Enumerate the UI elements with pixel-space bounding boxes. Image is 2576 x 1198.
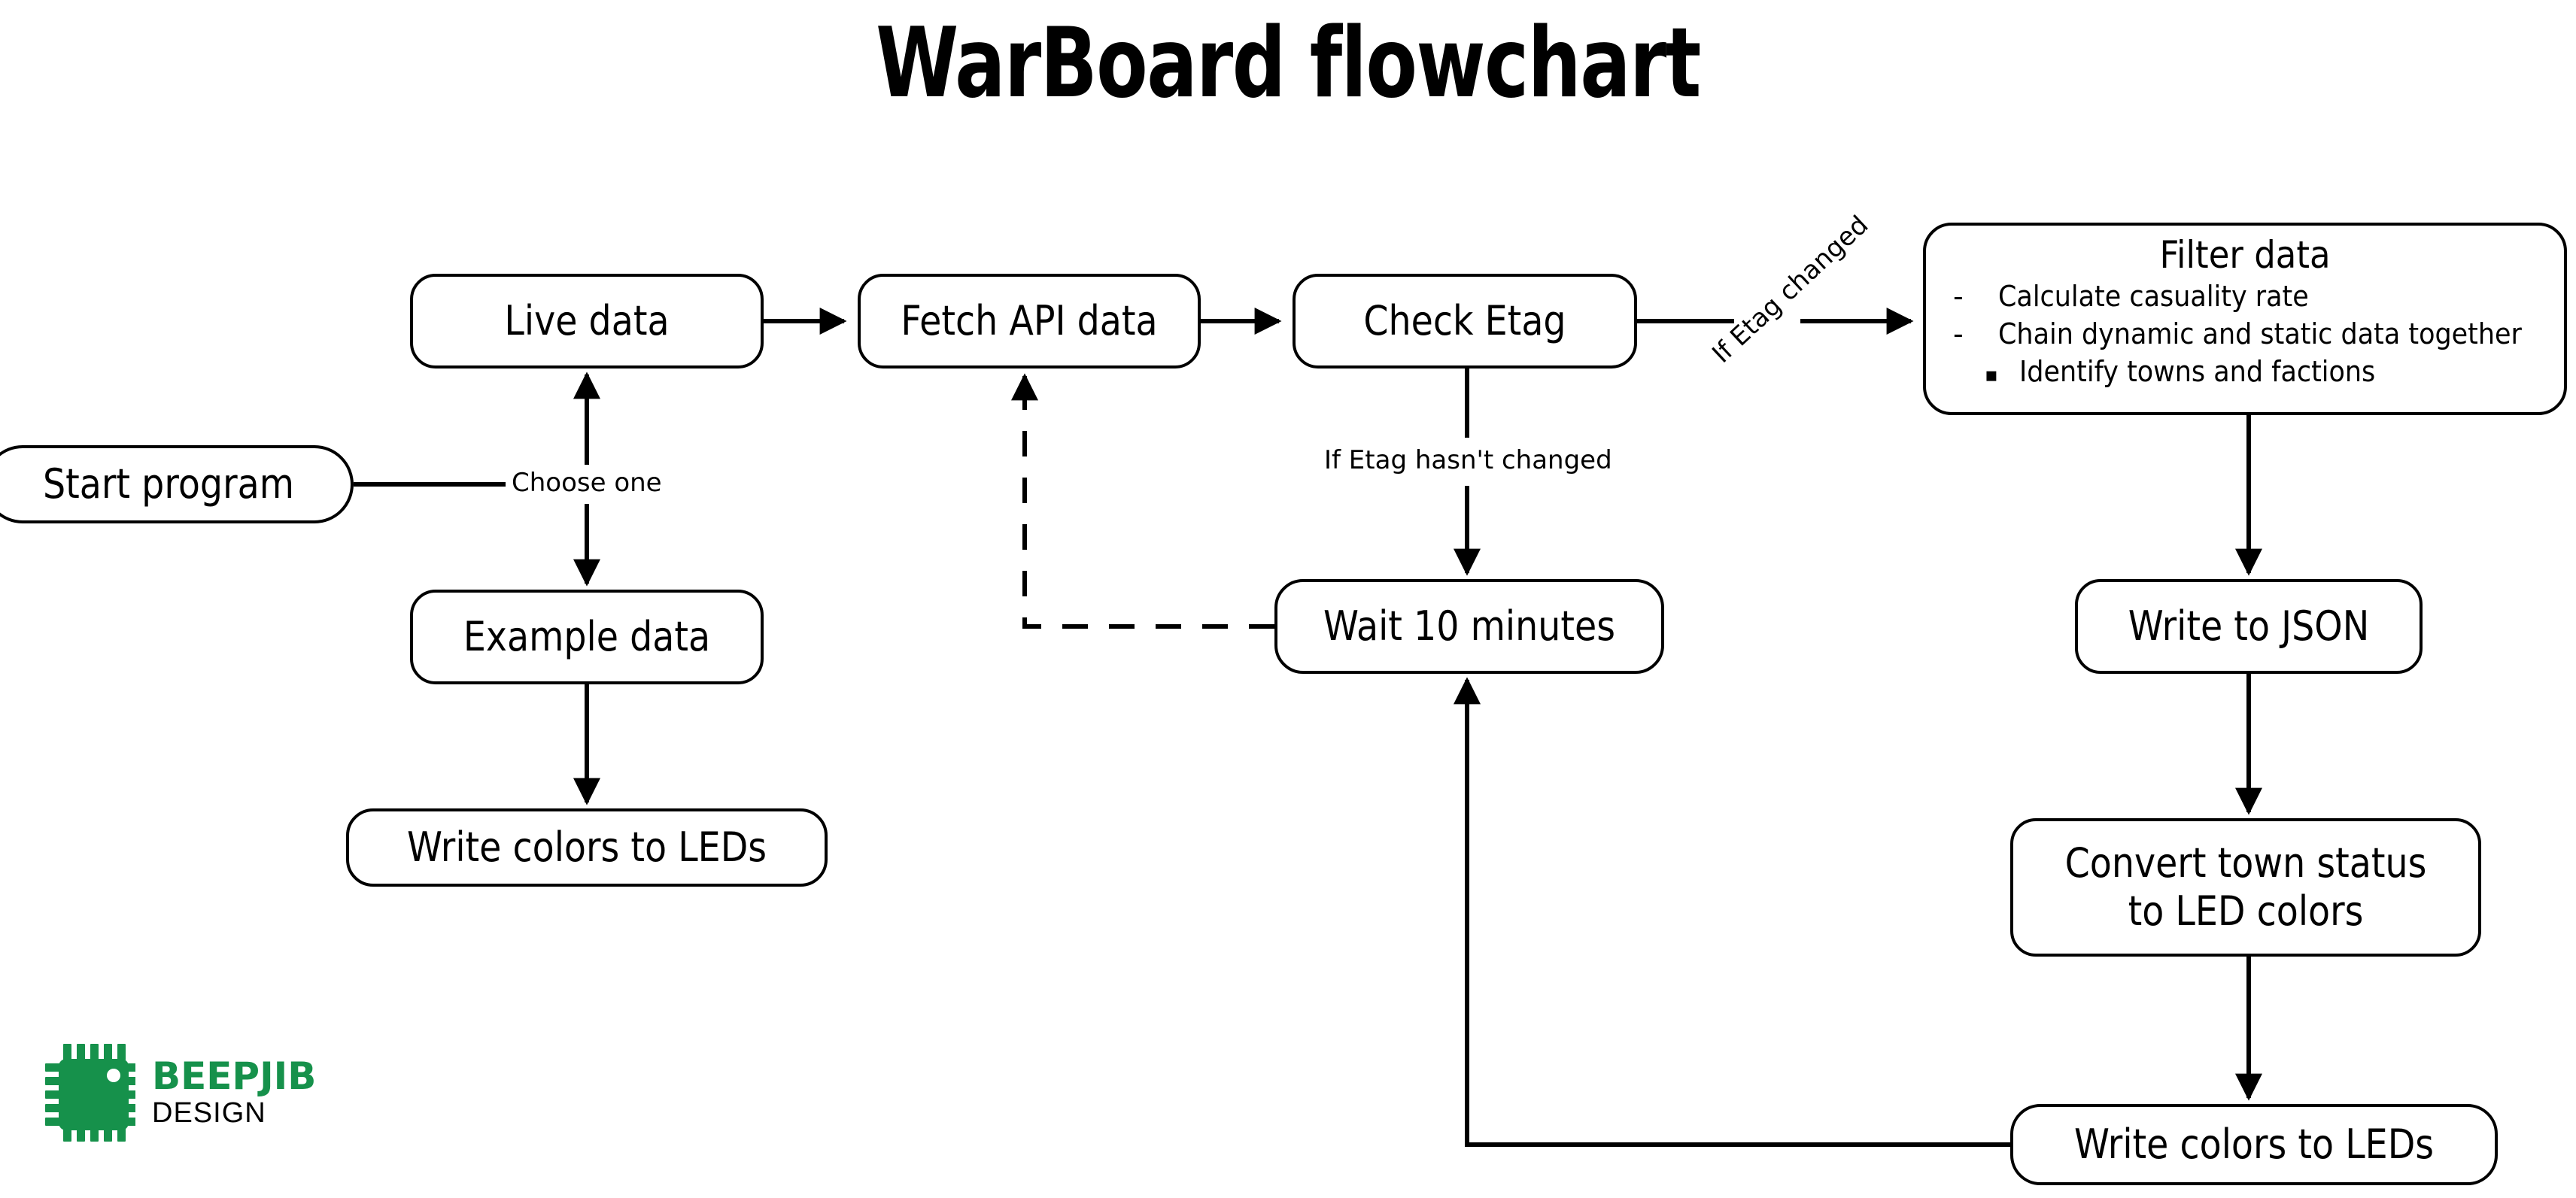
node-write-colors-to-leds-left-label: Write colors to LEDs: [406, 823, 767, 872]
node-fetch-api-data-label: Fetch API data: [901, 297, 1158, 345]
node-fetch-api-data[interactable]: Fetch API data: [858, 274, 1201, 368]
edge-wait-to-fetch-dashed: [1022, 391, 1274, 629]
node-start-program[interactable]: Start program: [0, 445, 354, 523]
node-check-etag[interactable]: Check Etag: [1293, 274, 1637, 368]
node-live-data-label: Live data: [504, 297, 670, 345]
filter-data-item: - Chain dynamic and static data together: [1940, 316, 2550, 352]
node-write-colors-to-leds-right-label: Write colors to LEDs: [2073, 1121, 2435, 1169]
logo-brand: BEEPJIB: [152, 1054, 317, 1098]
node-write-colors-to-leds-left[interactable]: Write colors to LEDs: [346, 808, 828, 887]
node-wait-10-minutes[interactable]: Wait 10 minutes: [1274, 579, 1664, 674]
filter-data-item-text: Identify towns and factions: [2019, 355, 2376, 388]
node-write-colors-to-leds-right[interactable]: Write colors to LEDs: [2010, 1104, 2498, 1185]
square-bullet-icon: ▪: [1985, 364, 1998, 387]
node-write-to-json[interactable]: Write to JSON: [2075, 579, 2423, 674]
edge-label-etag-changed: If Etag changed: [1706, 210, 1875, 369]
node-start-program-label: Start program: [42, 460, 295, 508]
node-example-data-label: Example data: [463, 613, 711, 661]
logo-subtitle: DESIGN: [152, 1097, 266, 1129]
node-write-to-json-label: Write to JSON: [2128, 602, 2370, 651]
node-live-data[interactable]: Live data: [410, 274, 764, 368]
filter-data-item: - Calculate casuality rate: [1940, 278, 2550, 314]
dash-bullet-icon: -: [1953, 280, 1964, 313]
edge-label-choose-one: Choose one: [506, 466, 668, 499]
edge-leds-to-wait-loop: [1454, 677, 2010, 1147]
edge-label-etag-unchanged: If Etag hasn't changed: [1317, 444, 1620, 477]
node-example-data[interactable]: Example data: [410, 590, 764, 684]
node-filter-data[interactable]: Filter data - Calculate casuality rate -…: [1923, 223, 2567, 415]
node-convert-town-status[interactable]: Convert town status to LED colors: [2010, 818, 2481, 957]
filter-data-item: ▪ Identify towns and factions: [1940, 353, 2550, 393]
filter-data-item-text: Chain dynamic and static data together: [1998, 317, 2522, 350]
node-convert-town-status-label: Convert town status to LED colors: [2064, 839, 2427, 935]
dash-bullet-icon: -: [1953, 317, 1964, 350]
page-title: WarBoard flowchart: [876, 8, 1701, 120]
node-filter-data-title: Filter data: [2159, 233, 2331, 277]
node-check-etag-label: Check Etag: [1363, 297, 1566, 345]
logo-text: BEEPJIB DESIGN: [152, 1056, 316, 1130]
microchip-icon: [45, 1044, 135, 1142]
node-wait-10-minutes-label: Wait 10 minutes: [1323, 602, 1615, 651]
logo: BEEPJIB DESIGN: [45, 1029, 361, 1157]
filter-data-item-text: Calculate casuality rate: [1998, 280, 2309, 313]
